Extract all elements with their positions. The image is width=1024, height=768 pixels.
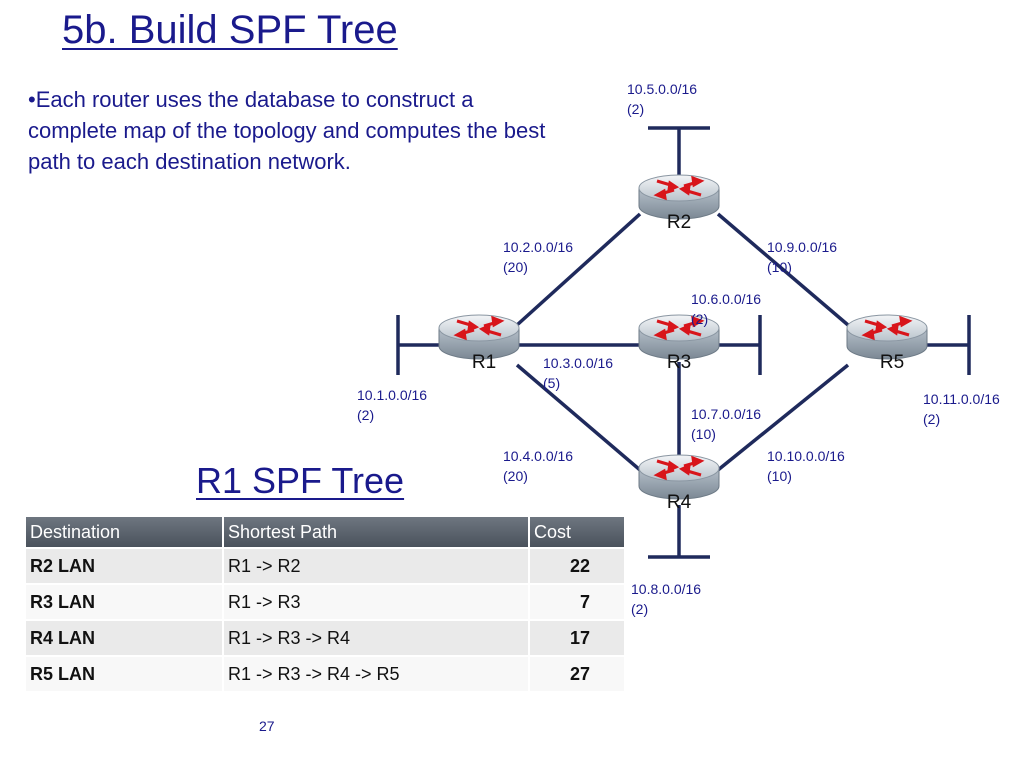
net-address: 10.9.0.0/16: [767, 239, 837, 255]
page-number: 27: [259, 718, 275, 734]
table-row: R3 LAN R1 -> R3 7: [26, 583, 626, 620]
net-address: 10.2.0.0/16: [503, 239, 573, 255]
net-address: 10.1.0.0/16: [357, 387, 427, 403]
spf-tree-title: R1 SPF Tree: [196, 460, 405, 501]
router-r2: R2: [637, 173, 721, 233]
table-row: R5 LAN R1 -> R3 -> R4 -> R5 27: [26, 655, 626, 691]
cell-destination: R3 LAN: [26, 583, 224, 620]
slide-title: 5b. Build SPF Tree: [62, 8, 398, 52]
net-address: 10.8.0.0/16: [631, 581, 701, 597]
net-label-10-4: 10.4.0.0/16 (20): [503, 448, 573, 484]
net-cost: (10): [767, 468, 792, 484]
net-cost: (5): [543, 375, 560, 391]
net-address: 10.5.0.0/16: [627, 81, 697, 97]
router-r5: R5: [845, 313, 929, 373]
cell-path: R1 -> R3: [223, 583, 530, 620]
net-address: 10.3.0.0/16: [543, 355, 613, 371]
cell-path: R1 -> R2: [223, 547, 530, 584]
net-label-10-1: 10.1.0.0/16 (2): [357, 387, 427, 423]
cell-path: R1 -> R3 -> R4: [223, 619, 530, 656]
col-shortest-path: Shortest Path: [223, 517, 530, 548]
net-cost: (2): [627, 101, 644, 117]
link-r1-r4: [515, 363, 642, 472]
net-address: 10.11.0.0/16: [923, 391, 1000, 407]
router-label-r5: R5: [880, 352, 904, 373]
net-address: 10.10.0.0/16: [767, 448, 845, 464]
col-cost: Cost: [529, 517, 626, 548]
link-r2-r5: [716, 212, 850, 327]
net-cost: (2): [923, 411, 940, 427]
router-label-r4: R4: [667, 492, 692, 513]
net-label-10-3: 10.3.0.0/16 (5): [543, 355, 613, 391]
net-address: 10.4.0.0/16: [503, 448, 573, 464]
cell-destination: R4 LAN: [26, 619, 224, 656]
cell-path: R1 -> R3 -> R4 -> R5: [223, 655, 530, 691]
table-row: R2 LAN R1 -> R2 22: [26, 547, 626, 584]
link-r4-r5: [716, 363, 850, 472]
net-label-10-6: 10.6.0.0/16 (2): [691, 291, 761, 327]
table-header-row: Destination Shortest Path Cost: [26, 517, 626, 548]
router-label-r2: R2: [667, 212, 691, 233]
net-address: 10.6.0.0/16: [691, 291, 761, 307]
cell-cost: 7: [529, 583, 626, 620]
cell-destination: R5 LAN: [26, 655, 224, 691]
net-label-10-7: 10.7.0.0/16 (10): [691, 406, 761, 442]
net-cost: (2): [357, 407, 374, 423]
cell-destination: R2 LAN: [26, 547, 224, 584]
net-cost: (20): [503, 259, 528, 275]
net-label-10-11: 10.11.0.0/16 (2): [923, 391, 1000, 427]
net-address: 10.7.0.0/16: [691, 406, 761, 422]
router-r4: R4: [637, 453, 721, 513]
net-label-10-9: 10.9.0.0/16 (10): [767, 239, 837, 275]
router-r3: R3: [637, 313, 721, 373]
cell-cost: 17: [529, 619, 626, 656]
link-r1-r2: [515, 212, 642, 327]
router-r1: R1: [437, 313, 521, 373]
router-label-r3: R3: [667, 352, 691, 373]
net-label-10-10: 10.10.0.0/16 (10): [767, 448, 845, 484]
cell-cost: 27: [529, 655, 626, 691]
col-destination: Destination: [26, 517, 224, 548]
table-row: R4 LAN R1 -> R3 -> R4 17: [26, 619, 626, 656]
net-label-10-5: 10.5.0.0/16 (2): [627, 81, 697, 117]
bullet-text: •Each router uses the database to constr…: [28, 87, 546, 174]
net-cost: (2): [691, 311, 708, 327]
spf-table: Destination Shortest Path Cost R2 LAN R1…: [26, 517, 626, 691]
net-cost: (10): [691, 426, 716, 442]
net-label-10-2: 10.2.0.0/16 (20): [503, 239, 573, 275]
net-cost: (20): [503, 468, 528, 484]
cell-cost: 22: [529, 547, 626, 584]
router-label-r1: R1: [472, 352, 496, 373]
net-label-10-8: 10.8.0.0/16 (2): [631, 581, 701, 617]
net-cost: (2): [631, 601, 648, 617]
net-cost: (10): [767, 259, 792, 275]
